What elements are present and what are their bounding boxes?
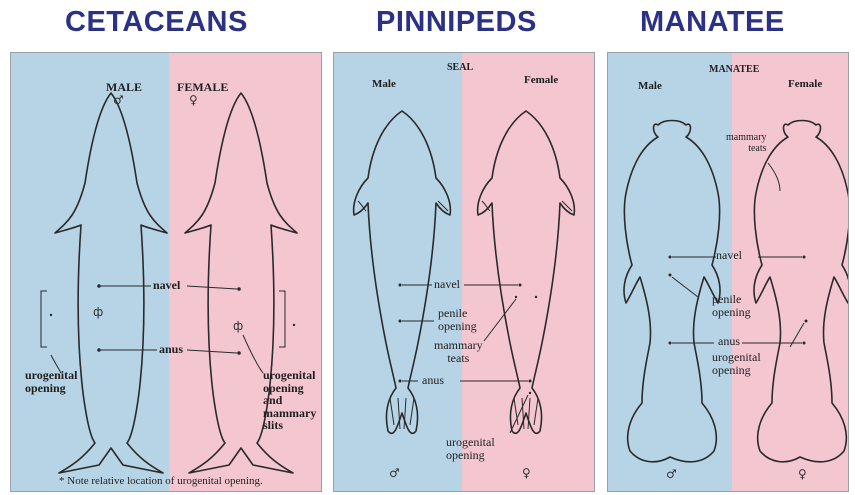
female-genital-symbol: ф: [233, 319, 243, 333]
female-symbol: ♀: [189, 93, 198, 107]
urogenital-female-label: urogenital opening and mammary slits: [263, 369, 316, 432]
female-symbol: ♀: [522, 466, 531, 480]
female-symbol: ♀: [798, 467, 807, 481]
male-label: Male: [638, 81, 662, 93]
female-label: Female: [788, 79, 822, 91]
heading-pinnipeds: PINNIPEDS: [376, 6, 537, 39]
male-label: Male: [372, 79, 396, 91]
mammary-label: mammary teats: [434, 339, 483, 364]
manatee-panel: MANATEE Male Female mammary teats navel …: [607, 52, 849, 492]
male-symbol: ♂: [113, 93, 124, 107]
male-symbol: ♂: [666, 467, 677, 481]
cetaceans-panel: MALE ♂ FEMALE ♀ navel anus ф ф urogenita…: [10, 52, 322, 492]
male-genital-symbol: ф: [93, 305, 103, 319]
male-label: MALE: [106, 81, 142, 94]
pinnipeds-diagram: [334, 53, 594, 491]
navel-label: navel: [716, 249, 742, 262]
female-label: FEMALE: [177, 81, 228, 94]
urogenital-male-label: urogenital opening: [25, 369, 77, 394]
navel-label: navel: [153, 279, 180, 292]
anus-label: anus: [159, 343, 183, 356]
urogenital-label: urogenital opening: [446, 436, 495, 461]
penile-label: penile opening: [438, 307, 477, 332]
manatee-diagram: [608, 53, 848, 491]
heading-cetaceans: CETACEANS: [65, 6, 248, 39]
anus-label: anus: [718, 335, 740, 348]
male-symbol: ♂: [389, 466, 400, 480]
female-label: Female: [524, 75, 558, 87]
anus-label: anus: [422, 374, 444, 387]
note: * Note relative location of urogenital o…: [59, 476, 263, 488]
navel-label: navel: [434, 278, 460, 291]
manatee-title: MANATEE: [709, 65, 759, 76]
penile-label: penile opening: [712, 293, 751, 318]
seal-title: SEAL: [447, 63, 473, 74]
urogenital-label: urogenital opening: [712, 351, 761, 376]
pinnipeds-panel: SEAL Male Female navel penile opening ma…: [333, 52, 595, 492]
mammary-label: mammary teats: [726, 133, 767, 154]
heading-manatee: MANATEE: [640, 6, 785, 39]
